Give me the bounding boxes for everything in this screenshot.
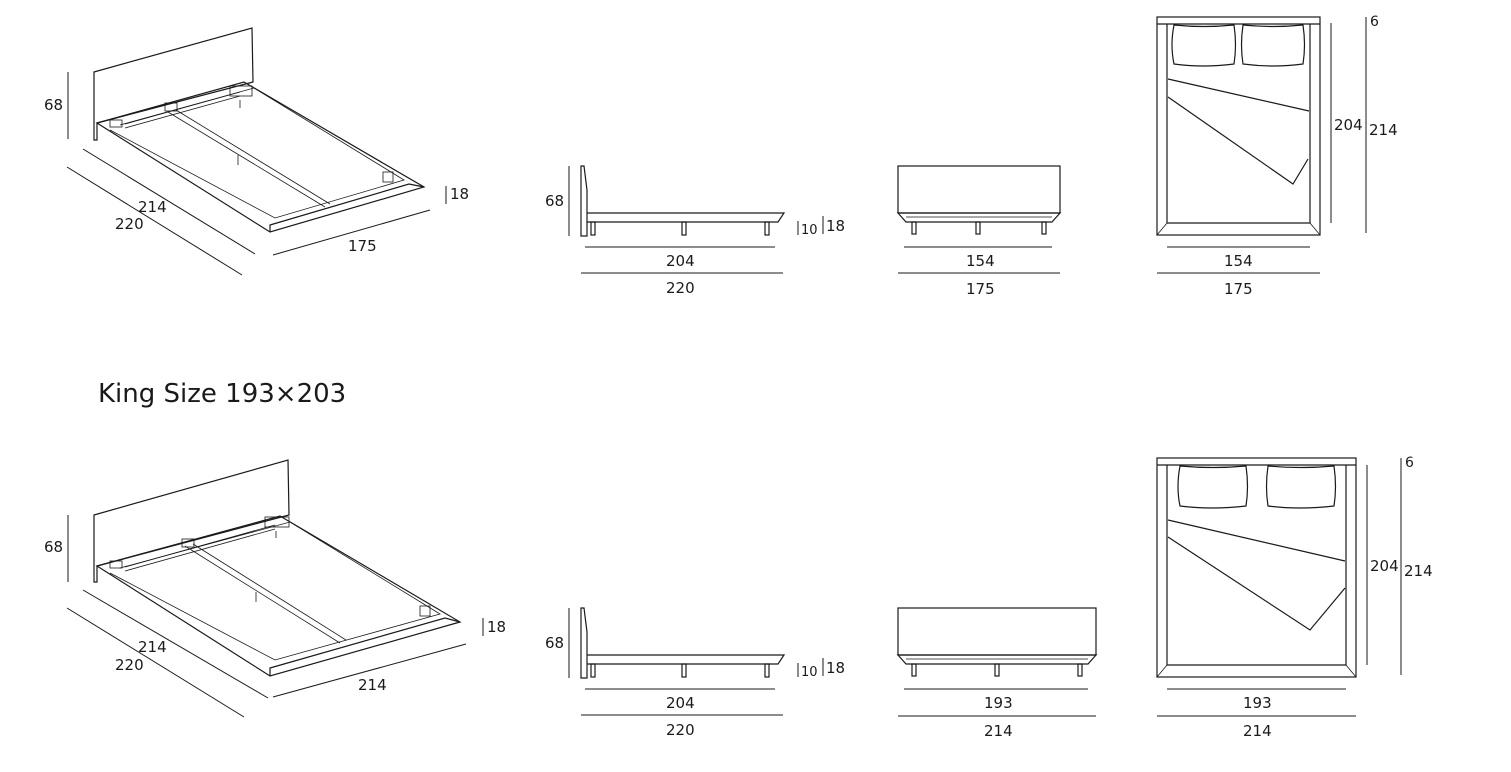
side-height-label: 68 <box>545 192 564 210</box>
top-length-label: 214 <box>1369 121 1398 139</box>
isometric-view: 68 214 220 214 18 <box>44 459 506 718</box>
top-length-label: 214 <box>1404 562 1433 580</box>
top-width-label: 214 <box>1243 722 1272 740</box>
platform-front <box>896 212 1062 223</box>
side-frame-height-label: 18 <box>826 659 845 677</box>
front-view: 193 214 <box>896 607 1098 740</box>
top-headboard-depth-label: 6 <box>1370 14 1379 30</box>
pillow-left <box>1171 24 1237 67</box>
iso-inner-length-label: 214 <box>138 638 167 656</box>
top-inner-width-label: 193 <box>1243 694 1272 712</box>
pillow-right <box>1240 24 1306 67</box>
top-view: 204 214 6 154 175 <box>1156 14 1398 298</box>
iso-inner-length-label: 214 <box>138 198 167 216</box>
pillow-left <box>1177 465 1249 509</box>
side-height-label: 68 <box>545 634 564 652</box>
iso-frame-height-label: 18 <box>450 185 469 203</box>
front-view: 154 175 <box>896 165 1062 298</box>
sheet-fold <box>1167 78 1310 112</box>
iso-length-label: 220 <box>115 656 144 674</box>
top-view: 204 214 6 193 214 <box>1156 455 1433 740</box>
side-leg-height-label: 10 <box>801 223 818 238</box>
top-inner-width-label: 154 <box>1224 252 1253 270</box>
iso-frame-height-label: 18 <box>487 618 506 636</box>
bracket <box>229 85 253 97</box>
side-length-label: 220 <box>666 279 695 297</box>
top-inner-length-label: 204 <box>1334 116 1363 134</box>
frame-top <box>1156 16 1321 236</box>
side-inner-length-label: 204 <box>666 694 695 712</box>
section-title-king-size: King Size 193×203 <box>98 379 346 409</box>
front-width-label: 214 <box>984 722 1013 740</box>
row-standard: 68 214 220 175 18 68 10 18 204 220 <box>44 14 1398 298</box>
front-inner-width-label: 154 <box>966 252 995 270</box>
side-leg-height-label: 10 <box>801 665 818 680</box>
isometric-view: 68 214 220 175 18 <box>44 27 469 276</box>
side-inner-length-label: 204 <box>666 252 695 270</box>
headboard-side <box>580 165 588 237</box>
iso-width-label: 175 <box>348 237 377 255</box>
top-inner-length-label: 204 <box>1370 557 1399 575</box>
slat-rail <box>184 545 341 644</box>
headboard-front <box>897 165 1061 214</box>
side-frame-height-label: 18 <box>826 217 845 235</box>
side-length-label: 220 <box>666 721 695 739</box>
front-width-label: 175 <box>966 280 995 298</box>
front-inner-width-label: 193 <box>984 694 1013 712</box>
platform-side <box>587 212 786 223</box>
slat-rail <box>167 111 326 208</box>
sheet-fold <box>1167 519 1346 562</box>
row-king-size: 68 214 220 214 18 68 10 18 204 220 <box>44 455 1433 740</box>
bracket <box>264 516 290 528</box>
top-width-label: 175 <box>1224 280 1253 298</box>
headboard <box>93 27 254 141</box>
sheet-corner <box>1167 536 1346 631</box>
iso-height-label: 68 <box>44 538 63 556</box>
top-headboard-depth-label: 6 <box>1405 455 1414 471</box>
iso-length-label: 220 <box>115 215 144 233</box>
side-view: 68 10 18 204 220 <box>545 607 845 739</box>
sheet-corner <box>1167 96 1309 185</box>
pillow-right <box>1265 465 1337 509</box>
iso-height-label: 68 <box>44 96 63 114</box>
iso-width-label: 214 <box>358 676 387 694</box>
side-view: 68 10 18 204 220 <box>545 165 845 297</box>
